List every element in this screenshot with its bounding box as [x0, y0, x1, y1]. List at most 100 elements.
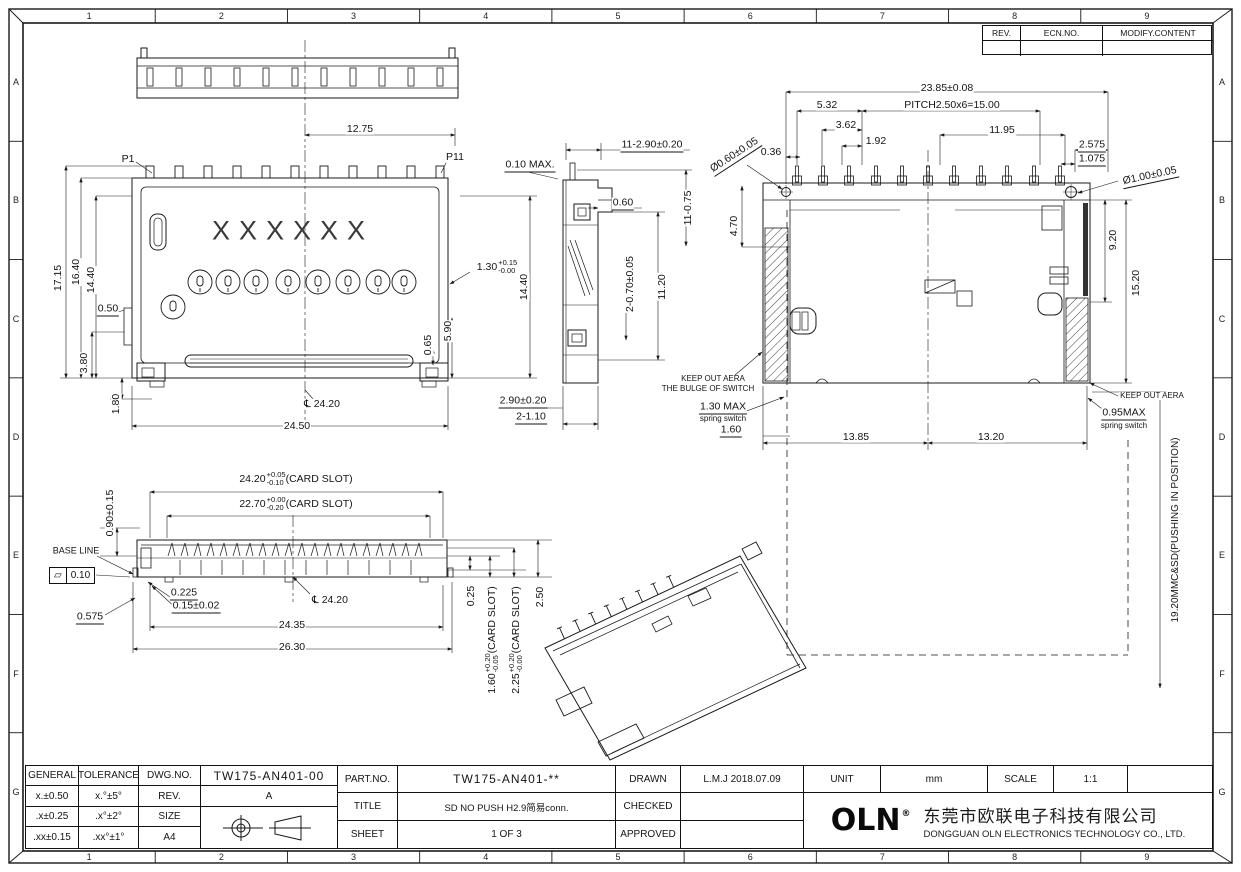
- dimension-label: 3.62: [834, 118, 858, 131]
- company-logo: OLN®: [830, 803, 911, 838]
- dimension-label: 2-0.70±0.05: [623, 255, 636, 313]
- grid-reference-label: 4: [483, 11, 489, 21]
- dimension-label: 24.20+0.05-0.10(CARD SLOT): [238, 469, 354, 488]
- grid-reference-label: 1: [86, 852, 92, 862]
- side-view: [540, 143, 692, 430]
- dimension-label: P1: [120, 152, 136, 165]
- dimension-label: 1.80: [109, 392, 122, 416]
- projection-symbol: [201, 807, 338, 848]
- ecn-cell: [1021, 41, 1103, 56]
- dimension-label: 0.25: [464, 584, 477, 608]
- dimension-label: 13.85: [841, 430, 871, 443]
- dimension-label: 24.50: [282, 419, 312, 432]
- dimension-label: 11.20: [655, 273, 668, 301]
- modify-cell: [1103, 41, 1213, 56]
- card-pushed-outline: [786, 210, 1129, 656]
- grid-reference-label: D: [12, 432, 20, 442]
- dimension-label: 0.36: [759, 145, 783, 158]
- grid-reference-label: C: [1218, 313, 1226, 324]
- grid-reference-label: 9: [1144, 852, 1150, 862]
- dimension-label: ℄ 24.20: [303, 397, 341, 410]
- company-name-cn: 东莞市欧联电子科技有限公司: [923, 806, 1158, 826]
- dimension-label: 2.50: [533, 585, 546, 609]
- grid-reference-label: 7: [879, 852, 885, 862]
- dimension-label: 0.60: [611, 196, 635, 211]
- ang-tol-1: x.°±5°: [79, 786, 139, 807]
- dimension-label: 2.575: [1077, 138, 1107, 153]
- grid-reference-label: 2: [218, 852, 224, 862]
- grid-reference-label: 5: [615, 852, 621, 862]
- grid-reference-label: B: [12, 195, 20, 206]
- size-label: SIZE: [139, 807, 201, 827]
- general-label: GENERAL: [26, 766, 79, 786]
- unit-label: UNIT: [804, 766, 881, 793]
- grid-reference-label: 7: [879, 11, 885, 21]
- dimension-label: 14.40: [84, 265, 97, 295]
- dimension-label: 5.90: [441, 319, 454, 343]
- dimension-label: 2.25+0.20-0.00(CARD SLOT): [506, 585, 525, 695]
- dimension-label: 0.90±0.15: [103, 488, 116, 538]
- grid-reference-label: G: [1218, 786, 1226, 797]
- dimension-label: P11: [445, 150, 465, 163]
- dimension-label: THE BULGE OF SWITCH: [660, 384, 756, 393]
- checked-label: CHECKED: [616, 793, 681, 821]
- dimension-label: 13.20: [976, 430, 1006, 443]
- dimension-label: ℄ 24.20: [311, 593, 349, 606]
- dimension-label: 1.60+0.20-0.05(CARD SLOT): [482, 585, 501, 695]
- company-block: OLN® 东莞市欧联电子科技有限公司 DONGGUAN OLN ELECTRON…: [804, 793, 1212, 848]
- dimension-label: 26.30: [277, 640, 307, 653]
- grid-reference-label: 6: [747, 11, 753, 21]
- dwg-no-value: TW175-AN401-00: [201, 766, 338, 786]
- dimension-label: 3.80: [77, 351, 90, 375]
- ang-tol-3: .xx°±1°: [79, 827, 139, 848]
- grid-reference-label: 9: [1144, 11, 1150, 21]
- dimension-label: spring switch: [1099, 421, 1149, 430]
- sheet-label: SHEET: [338, 821, 398, 848]
- grid-reference-label: 3: [351, 852, 357, 862]
- grid-reference-label: D: [1218, 432, 1226, 442]
- title-value: SD NO PUSH H2.9简易conn.: [398, 793, 616, 821]
- dimension-label: 17.15: [51, 263, 64, 293]
- dimension-label: 0.65: [421, 333, 434, 357]
- grid-reference-label: 8: [1012, 11, 1018, 21]
- scale-label: SCALE: [988, 766, 1054, 793]
- dimension-label: 1.92: [864, 134, 888, 147]
- dimension-label: PITCH2.50x6=15.00: [903, 98, 1001, 111]
- grid-reference-label: 2: [218, 11, 224, 21]
- dimension-label: 1.30 MAX: [698, 400, 748, 415]
- dimension-label: 12.75: [345, 122, 375, 135]
- plan-view: [60, 150, 559, 432]
- grid-reference-label: 6: [747, 852, 753, 862]
- registered-mark-icon: ®: [901, 809, 911, 819]
- flatness-control-frame: ▱ 0.10: [49, 567, 96, 584]
- scale-value: 1:1: [1054, 766, 1128, 793]
- size-value: A4: [139, 827, 201, 848]
- dimension-label: 0.15±0.02: [171, 599, 221, 614]
- checked-value: [681, 793, 804, 821]
- modify-header: MODIFY.CONTENT: [1103, 26, 1213, 41]
- title-block: GENERAL TOLERANCE DWG.NO. TW175-AN401-00…: [25, 765, 1213, 849]
- part-no-label: PART.NO.: [338, 766, 398, 793]
- dimension-label: 5.32: [815, 98, 839, 111]
- dimension-label: 24.35: [277, 618, 307, 631]
- dimension-label: spring switch: [698, 414, 748, 423]
- dimension-label: 0.95MAX: [1101, 406, 1147, 421]
- dimension-label: 15.20: [1129, 268, 1142, 298]
- grid-reference-label: F: [1219, 668, 1225, 679]
- dimension-label: BASE LINE: [51, 545, 101, 556]
- revision-table: REV. ECN.NO. MODIFY.CONTENT: [982, 25, 1213, 56]
- sheet-border: [8, 8, 1233, 864]
- grid-reference-label: 4: [483, 852, 489, 862]
- dimension-label: 22.70+0.00-0.20(CARD SLOT): [238, 494, 354, 513]
- approved-value: [681, 821, 804, 848]
- drawn-value: L.M.J 2018.07.09: [681, 766, 804, 793]
- grid-reference-label: E: [1218, 550, 1226, 561]
- drawn-label: DRAWN: [616, 766, 681, 793]
- dimension-label: 1.60: [719, 423, 743, 438]
- dimension-label: 1.075: [1077, 152, 1107, 167]
- title-label: TITLE: [338, 793, 398, 821]
- dimension-label: 11-0.75: [681, 189, 694, 227]
- rev-label: REV.: [139, 786, 201, 807]
- ecn-header: ECN.NO.: [1021, 26, 1103, 41]
